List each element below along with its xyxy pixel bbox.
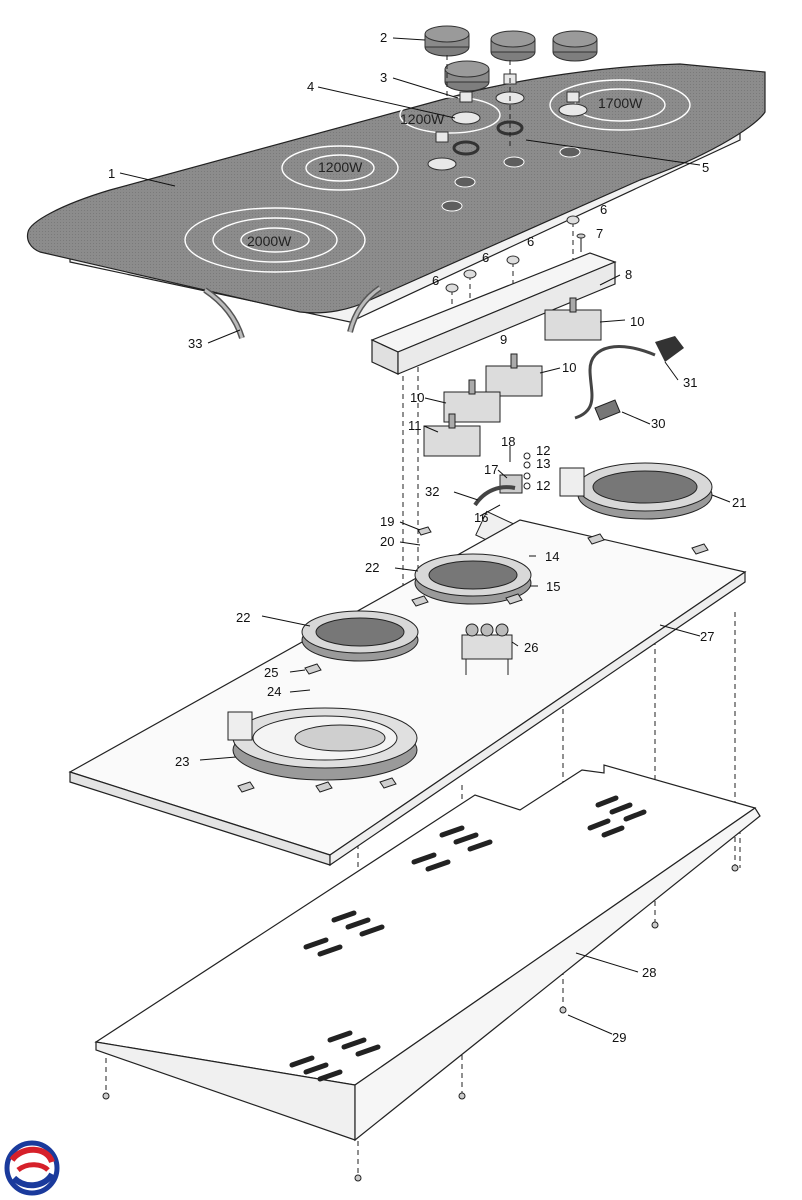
part-label-20: 20: [380, 534, 394, 549]
part-label-27: 27: [700, 629, 714, 644]
regulator-b: [485, 353, 543, 397]
part-label-15: 15: [546, 579, 560, 594]
part-label-17: 17: [484, 462, 498, 477]
element-22-front: [301, 610, 419, 662]
leader-lines: [119, 37, 731, 1035]
part-label-33: 33: [188, 336, 202, 351]
part-label-31: 31: [683, 375, 697, 390]
part-label-22b: 22: [236, 610, 250, 625]
brand-logo: [4, 1140, 60, 1196]
part-label-14: 14: [545, 549, 559, 564]
washers: [445, 215, 580, 293]
screw-7: [576, 233, 586, 252]
part-label-7: 7: [596, 226, 603, 241]
clips: [237, 526, 709, 793]
element-23: [227, 707, 418, 781]
part-label-8: 8: [625, 267, 632, 282]
burner-label-right: 1700W: [598, 95, 643, 111]
part-label-10b: 10: [562, 360, 576, 375]
mounting-bracket: [370, 252, 617, 375]
cable-33: [203, 285, 382, 339]
burner-label-front-left: 2000W: [247, 233, 292, 249]
regulator-d: [423, 413, 481, 457]
burner-ring-front-left: [184, 207, 366, 273]
part-label-10a: 10: [630, 314, 644, 329]
part-label-26: 26: [524, 640, 538, 655]
part-label-1: 1: [108, 166, 115, 181]
power-cable: [574, 336, 684, 420]
screws: [102, 864, 739, 1182]
burner-ring-middle: [281, 145, 399, 191]
part-label-22a: 22: [365, 560, 379, 575]
base-plate: [68, 519, 747, 867]
part-label-16: 16: [474, 510, 488, 525]
part-label-18: 18: [501, 434, 515, 449]
knob-holes: [441, 146, 581, 212]
part-label-6c: 6: [482, 250, 489, 265]
energy-regulators: [423, 297, 602, 457]
part-label-6d: 6: [432, 273, 439, 288]
part-label-24: 24: [267, 684, 281, 699]
bottom-cover: [94, 764, 761, 1142]
part-label-12b: 12: [536, 478, 550, 493]
part-label-3: 3: [380, 70, 387, 85]
regulator-a: [544, 297, 602, 341]
part-label-4: 4: [307, 79, 314, 94]
knob-3: [552, 30, 598, 62]
part-label-23: 23: [175, 754, 189, 769]
part-label-11: 11: [408, 418, 422, 433]
part-label-21: 21: [732, 495, 746, 510]
part-label-12a: 12: [536, 443, 550, 458]
part-label-6b: 6: [527, 234, 534, 249]
terminal-connector: [461, 623, 513, 675]
part-label-25: 25: [264, 665, 278, 680]
part-label-9: 9: [500, 332, 507, 347]
knob-1: [424, 25, 470, 57]
knob-2: [490, 30, 536, 62]
part-label-6a: 6: [600, 202, 607, 217]
burner-label-middle: 1200W: [318, 159, 363, 175]
part-label-13: 13: [536, 456, 550, 471]
control-knobs: [424, 25, 598, 92]
part-number-labels: 1 2 3 4 5 6 6 6 6 7 8 9 10 10 10 11 12 1…: [108, 30, 746, 1045]
part-label-10c: 10: [410, 390, 424, 405]
part-label-29: 29: [612, 1030, 626, 1045]
knob-4: [444, 60, 490, 92]
vent-slots: [289, 795, 647, 1082]
element-22-rear: [414, 553, 532, 605]
part-label-5: 5: [702, 160, 709, 175]
heating-elements: [227, 462, 713, 781]
glass-cooktop: 2000W 1200W 1200W 1700W: [26, 63, 766, 323]
burner-label-rear-middle: 1200W: [400, 111, 445, 127]
part-label-28: 28: [642, 965, 656, 980]
part-label-2: 2: [380, 30, 387, 45]
part-label-30: 30: [651, 416, 665, 431]
part-label-32: 32: [425, 484, 439, 499]
cable-clamp: [594, 399, 621, 421]
element-21: [559, 462, 713, 520]
part-label-19: 19: [380, 514, 394, 529]
burner-ring-rear: [399, 96, 501, 134]
